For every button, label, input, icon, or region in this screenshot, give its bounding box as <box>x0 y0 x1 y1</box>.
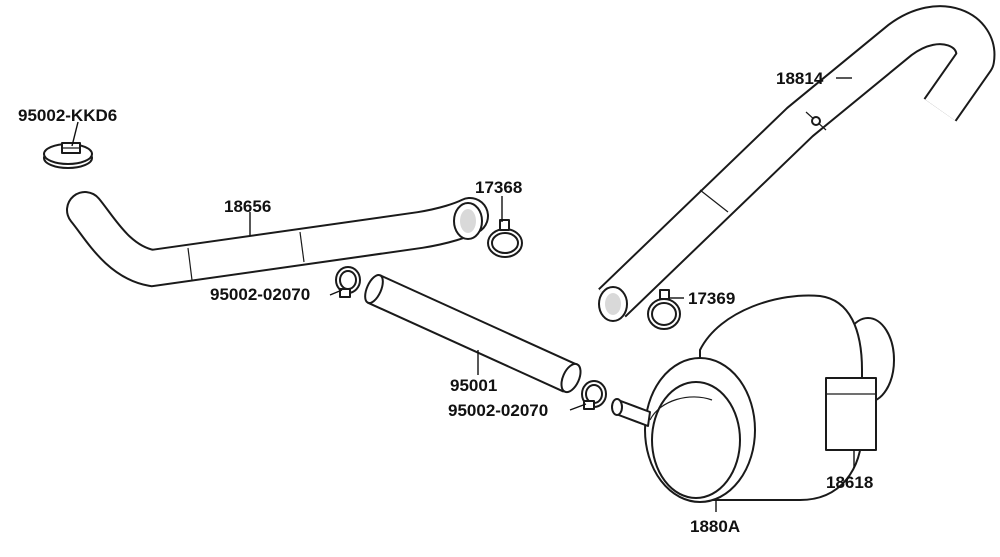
clamp-17369[interactable] <box>647 289 681 330</box>
hose-95001[interactable] <box>362 272 585 395</box>
leader-02070-left <box>329 289 343 296</box>
leader-02070-right <box>569 403 587 411</box>
label-18656: 18656 <box>224 197 271 216</box>
bracket-18618[interactable] <box>825 377 877 451</box>
hose-18656[interactable] <box>66 191 489 288</box>
leader-kkd6 <box>71 121 79 147</box>
label-95002-kkd6: 95002-KKD6 <box>18 106 117 125</box>
label-17368: 17368 <box>475 178 522 197</box>
label-95002-02070-right: 95002-02070 <box>448 401 548 420</box>
clamp-kkd6[interactable] <box>43 142 93 169</box>
label-18618: 18618 <box>826 473 873 492</box>
clamp-02070-right[interactable] <box>581 380 607 410</box>
clamp-02070-left[interactable] <box>335 266 361 298</box>
label-95002-02070-left: 95002-02070 <box>210 285 310 304</box>
label-95001: 95001 <box>450 376 497 395</box>
canister-1880a[interactable] <box>611 294 895 503</box>
hose-18814[interactable] <box>598 5 996 322</box>
label-18814: 18814 <box>776 69 824 88</box>
label-1880a: 1880A <box>690 517 740 536</box>
label-17369: 17369 <box>688 289 735 308</box>
clamp-17368[interactable] <box>487 219 523 258</box>
